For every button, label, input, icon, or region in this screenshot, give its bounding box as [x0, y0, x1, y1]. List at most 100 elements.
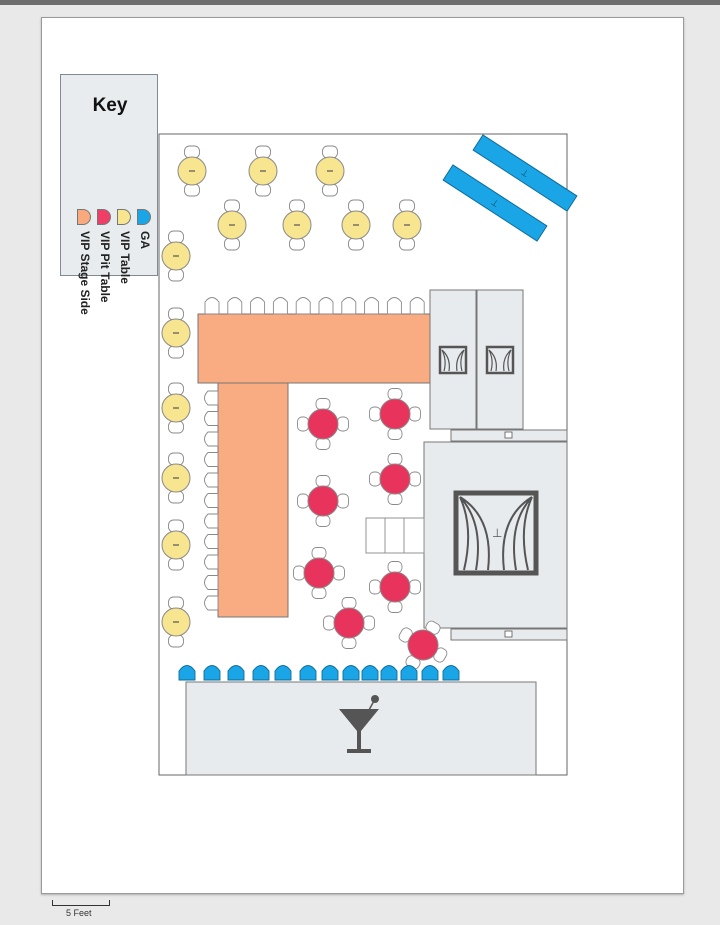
- ga-seat[interactable]: [442, 665, 460, 681]
- bar-stool[interactable]: [295, 297, 311, 315]
- bar-stool[interactable]: [204, 554, 219, 570]
- chair[interactable]: [168, 420, 184, 434]
- bar-stool[interactable]: [227, 297, 243, 315]
- vip-pit-table[interactable]: [369, 453, 421, 505]
- chair[interactable]: [333, 565, 345, 581]
- bar-stool[interactable]: [250, 297, 266, 315]
- bar-stool[interactable]: [386, 297, 402, 315]
- ga-seat[interactable]: [299, 665, 317, 681]
- bar-stool[interactable]: [272, 297, 288, 315]
- chair[interactable]: [399, 237, 415, 251]
- bar-stool[interactable]: [204, 390, 219, 406]
- ga-seat[interactable]: [203, 665, 221, 681]
- ga-seat[interactable]: [421, 665, 439, 681]
- vip-table[interactable]: [217, 199, 247, 251]
- vip-table[interactable]: [161, 307, 191, 359]
- chair[interactable]: [409, 471, 421, 487]
- chair[interactable]: [348, 237, 364, 251]
- chair[interactable]: [341, 637, 357, 649]
- bar-stool[interactable]: [204, 595, 219, 611]
- chair[interactable]: [184, 183, 200, 197]
- vip-table[interactable]: [161, 230, 191, 282]
- chair[interactable]: [369, 579, 381, 595]
- vip-table[interactable]: [161, 596, 191, 648]
- curtain-booth[interactable]: [476, 289, 524, 430]
- chair[interactable]: [168, 452, 184, 466]
- bar-stool[interactable]: [204, 534, 219, 549]
- vip-pit-table[interactable]: [297, 475, 349, 527]
- bar-stool[interactable]: [409, 297, 425, 315]
- vip-table[interactable]: [161, 519, 191, 571]
- vip-table[interactable]: [341, 199, 371, 251]
- ga-seat[interactable]: [361, 665, 379, 681]
- chair[interactable]: [289, 237, 305, 251]
- bar-stool[interactable]: [341, 297, 357, 315]
- chair[interactable]: [224, 199, 240, 213]
- chair[interactable]: [168, 268, 184, 282]
- chair[interactable]: [168, 490, 184, 504]
- chair[interactable]: [369, 406, 381, 422]
- stage[interactable]: [423, 441, 568, 629]
- chair[interactable]: [293, 565, 305, 581]
- vip-pit-table[interactable]: [369, 561, 421, 613]
- ga-seat[interactable]: [252, 665, 270, 681]
- bar-stool[interactable]: [204, 452, 219, 467]
- ga-seat[interactable]: [274, 665, 292, 681]
- chair[interactable]: [409, 579, 421, 595]
- bar-stool[interactable]: [364, 297, 380, 315]
- chair[interactable]: [322, 145, 338, 159]
- chair[interactable]: [315, 438, 331, 450]
- ga-seat[interactable]: [380, 665, 398, 681]
- chair[interactable]: [387, 388, 403, 400]
- chair[interactable]: [168, 230, 184, 244]
- vip-pit-table[interactable]: [388, 610, 458, 680]
- vip-table[interactable]: [161, 452, 191, 504]
- bar-stool[interactable]: [204, 513, 219, 529]
- ga-seat[interactable]: [342, 665, 360, 681]
- chair[interactable]: [363, 615, 375, 631]
- chair[interactable]: [289, 199, 305, 213]
- bar-stool[interactable]: [204, 493, 219, 508]
- chair[interactable]: [315, 475, 331, 487]
- vip-stage-side-bar[interactable]: [197, 313, 432, 384]
- chair[interactable]: [387, 453, 403, 465]
- vip-pit-table[interactable]: [323, 597, 375, 649]
- vip-table[interactable]: [392, 199, 422, 251]
- vip-stage-side-bar[interactable]: [217, 382, 289, 618]
- chair[interactable]: [168, 345, 184, 359]
- vip-table[interactable]: [161, 382, 191, 434]
- chair[interactable]: [409, 406, 421, 422]
- bar-stool[interactable]: [204, 472, 219, 488]
- chair[interactable]: [387, 601, 403, 613]
- vip-pit-table[interactable]: [293, 547, 345, 599]
- bar-stool[interactable]: [318, 297, 334, 315]
- chair[interactable]: [311, 547, 327, 559]
- ga-seat[interactable]: [400, 665, 418, 681]
- chair[interactable]: [255, 145, 271, 159]
- chair[interactable]: [168, 519, 184, 533]
- bar-stool[interactable]: [204, 575, 219, 590]
- bar-stool[interactable]: [204, 297, 220, 315]
- bar-stool[interactable]: [204, 411, 219, 426]
- chair[interactable]: [297, 493, 309, 509]
- chair[interactable]: [168, 596, 184, 610]
- chair[interactable]: [322, 183, 338, 197]
- ga-seat[interactable]: [227, 665, 245, 681]
- chair[interactable]: [387, 493, 403, 505]
- chair[interactable]: [168, 557, 184, 571]
- chair[interactable]: [369, 471, 381, 487]
- chair[interactable]: [224, 237, 240, 251]
- chair[interactable]: [337, 416, 349, 432]
- chair[interactable]: [348, 199, 364, 213]
- vip-pit-table[interactable]: [369, 388, 421, 440]
- chair[interactable]: [323, 615, 335, 631]
- chair[interactable]: [255, 183, 271, 197]
- ga-bench[interactable]: ⊥: [442, 164, 548, 242]
- vip-table[interactable]: [282, 199, 312, 251]
- chair[interactable]: [315, 515, 331, 527]
- vip-table[interactable]: [177, 145, 207, 197]
- chair[interactable]: [315, 398, 331, 410]
- chair[interactable]: [168, 634, 184, 648]
- vip-table[interactable]: [315, 145, 345, 197]
- chair[interactable]: [387, 561, 403, 573]
